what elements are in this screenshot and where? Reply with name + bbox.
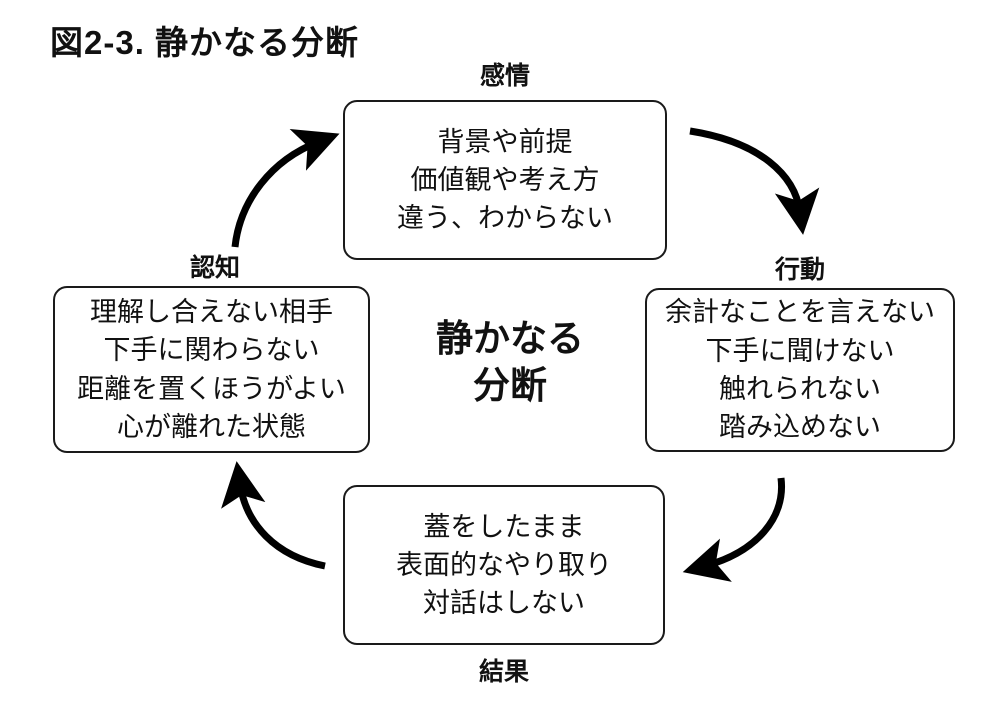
node-line: 下手に聞けない (705, 335, 895, 366)
stage-label-emotion: 感情 (479, 62, 530, 90)
stage-label-cognition: 認知 (189, 254, 240, 282)
arrow-cognition-to-emotion (231, 129, 340, 248)
center-caption: 静かなる 分断 (380, 315, 640, 410)
center-caption-line1: 静かなる (436, 318, 584, 359)
node-box-action[interactable]: 余計なことを言えない 下手に聞けない 触れられない 踏み込めない (645, 288, 955, 452)
node-box-emotion[interactable]: 背景や前提 価値観や考え方 違う、わからない (343, 100, 667, 260)
node-line: 下手に関わらない (103, 335, 320, 366)
node-line: 余計なことを言えない (665, 297, 935, 328)
node-line: 価値観や考え方 (410, 164, 600, 195)
node-line: 蓋をしたまま (423, 511, 585, 542)
node-box-result[interactable]: 蓋をしたまま 表面的なやり取り 対話はしない (343, 485, 665, 645)
arrow-result-to-cognition (221, 461, 326, 570)
node-line: 理解し合えない相手 (90, 296, 333, 327)
arrow-action-to-result (682, 477, 786, 582)
node-line: 距離を置くほうがよい (77, 373, 346, 404)
node-line: 踏み込めない (719, 412, 881, 443)
node-box-cognition[interactable]: 理解し合えない相手 下手に関わらない 距離を置くほうがよい 心が離れた状態 (53, 286, 370, 453)
node-line: 違う、わからない (397, 203, 613, 234)
stage-label-action: 行動 (774, 256, 825, 284)
node-line: 心が離れた状態 (117, 411, 306, 442)
arrow-emotion-to-action (689, 127, 820, 235)
figure-title: 図2-3. 静かなる分断 (50, 24, 360, 61)
node-line: 対話はしない (423, 588, 585, 619)
node-line: 背景や前提 (437, 126, 573, 157)
node-line: 表面的なやり取り (396, 549, 612, 580)
stage-label-result: 結果 (478, 658, 529, 686)
center-caption-line2: 分断 (473, 365, 547, 407)
node-line: 触れられない (719, 374, 881, 404)
